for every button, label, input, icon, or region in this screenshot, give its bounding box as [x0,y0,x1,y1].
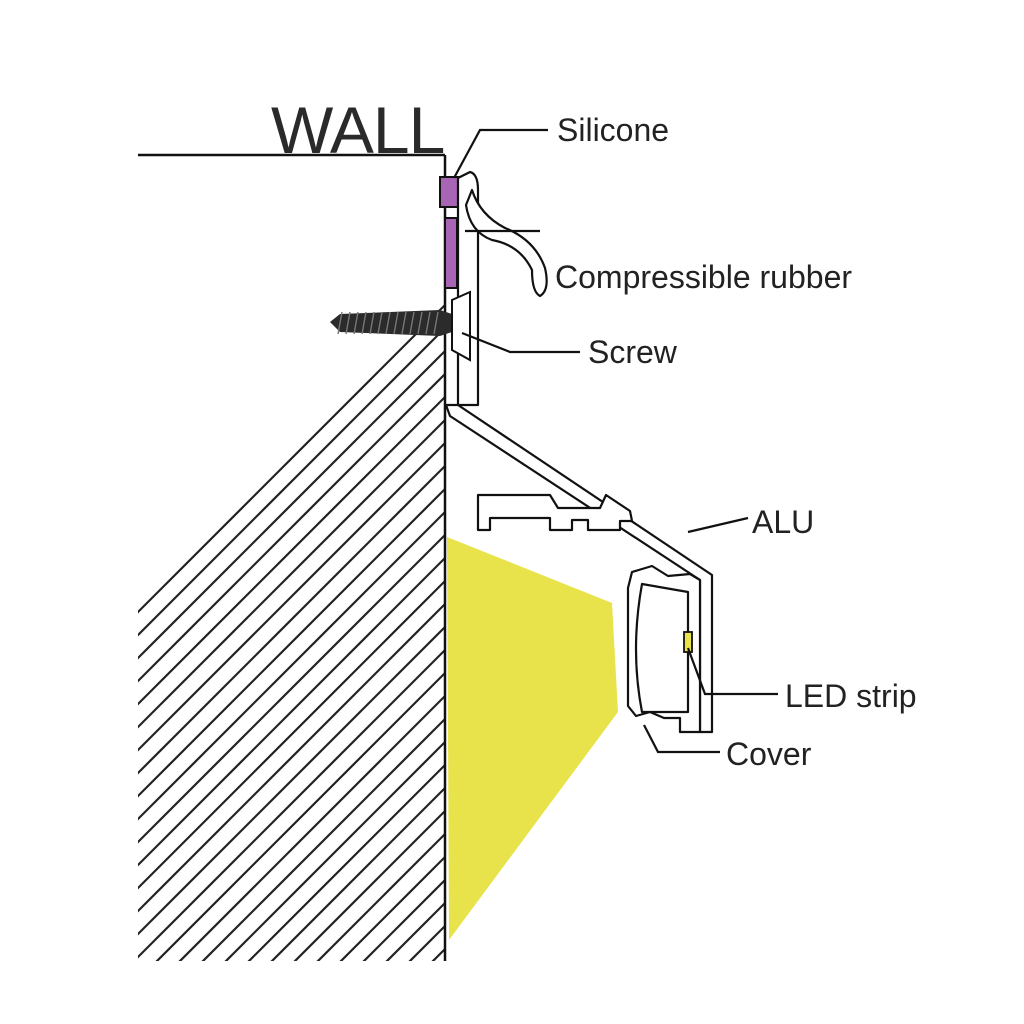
hatch-line [716,100,1024,1000]
hatch-line [992,100,1024,1000]
screw-thread [369,311,375,335]
screw-thread [433,311,439,335]
hatch-line [831,100,1024,1000]
hatch-line [138,418,445,729]
hatch-line [762,100,1024,1000]
hatch-line [247,763,445,961]
hatch-line [854,100,1024,1000]
hatch-line [270,786,445,961]
alu-label: ALU [752,504,814,540]
hatch-line [138,303,445,614]
hatch-line [509,100,1024,1000]
hatch-line [138,510,445,821]
screw-thread [353,311,359,335]
hatch-line [670,100,1024,1000]
hatch-line [532,100,1024,1000]
screw-label: Screw [588,334,678,370]
hatch-line [785,100,1024,1000]
hatch-line [138,464,445,775]
hatch-line [138,395,445,706]
hatch-line [138,648,445,959]
light-beam [447,537,618,940]
screw-thread [361,311,367,335]
hatch-line [155,671,445,961]
leader-lines [453,128,778,754]
hatch-line [293,809,445,961]
hatch-line [138,326,445,637]
hatch-line [624,100,1024,1000]
hatch-line [201,717,445,961]
screw-thread [401,311,407,335]
screw-thread [393,311,399,335]
hatch-line [486,100,1024,1000]
hatch-line [316,832,445,961]
hatch-line [555,100,1024,1000]
wall-section [138,100,1024,1000]
hatch-line [138,556,445,867]
hatch-line [138,602,445,913]
compressible-rubber-label: Compressible rubber [555,259,852,295]
cover-label: Cover [726,736,812,772]
hatch-line [440,100,1024,1000]
hatch-line [693,100,1024,1000]
led-strip-label: LED strip [785,678,917,714]
hatch-line [178,694,445,961]
hatch-line [946,100,1024,1000]
hatch-line [138,487,445,798]
silicone-label: Silicone [557,112,669,148]
hatch-line [138,625,445,936]
screw [330,290,471,362]
hatch-line [900,100,1024,1000]
hatch-line [578,100,1024,1000]
screw-thread [425,311,431,335]
hatch-line [969,100,1024,1000]
hatch-line [739,100,1024,1000]
screw-thread [385,311,391,335]
hatch-line [138,579,445,890]
hatch-line [808,100,1024,1000]
screw-thread [345,311,351,335]
hatch-line [647,100,1024,1000]
hatch-line [463,100,1024,1000]
hatch-line [1015,100,1024,1000]
hatch-line [138,349,445,660]
screw-thread [337,311,343,335]
screw-thread [409,311,415,335]
hatch-line [224,740,445,961]
screw-thread [377,311,383,335]
hatch-line [923,100,1024,1000]
rubber-strip [444,217,458,289]
wall-hatching [138,100,1024,1000]
hatch-line [138,441,445,752]
hatch-line [877,100,1024,1000]
hatch-line [138,533,445,844]
screw-thread [417,311,423,335]
hatch-line [138,372,445,683]
